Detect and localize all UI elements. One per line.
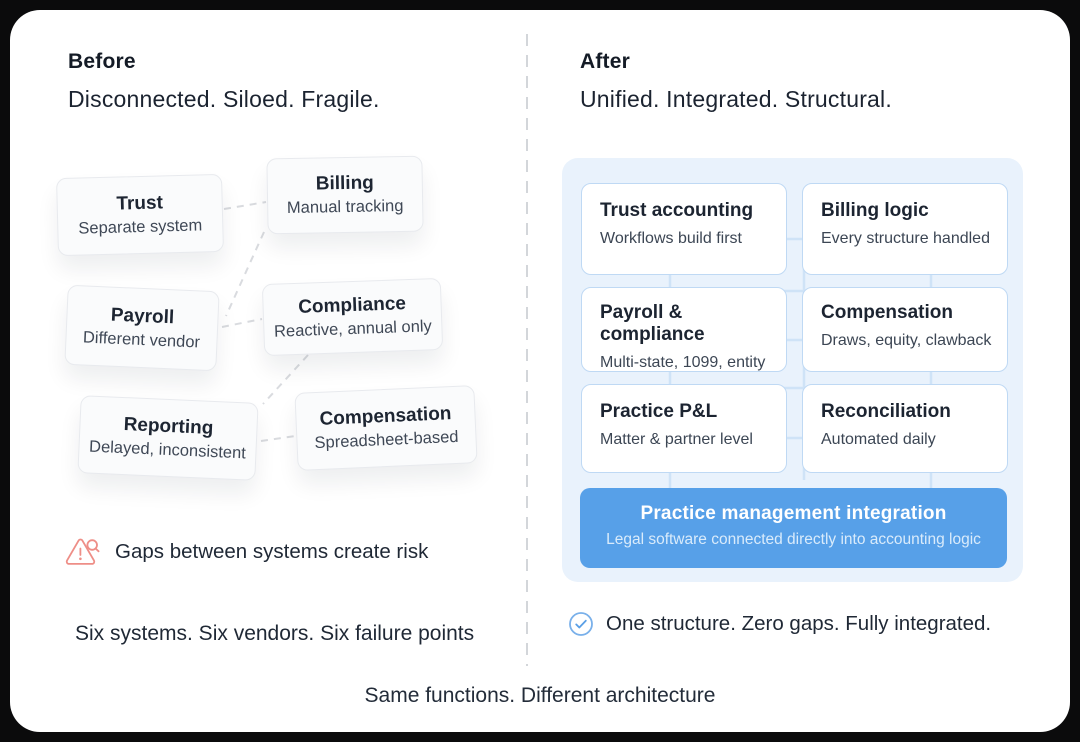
after-box-compensation: Compensation Draws, equity, clawback xyxy=(802,287,1008,372)
before-box-payroll: Payroll Different vendor xyxy=(64,284,220,372)
after-box-billing-logic: Billing logic Every structure handled xyxy=(802,183,1008,275)
box-title: Compensation xyxy=(319,403,452,430)
after-box-trust-accounting: Trust accounting Workflows build first xyxy=(581,183,787,275)
risk-text: Gaps between systems create risk xyxy=(115,540,429,563)
before-box-trust: Trust Separate system xyxy=(56,173,224,257)
box-title: Payroll & compliance xyxy=(600,302,705,345)
after-footer: One structure. Zero gaps. Fully integrat… xyxy=(606,612,992,635)
after-box-practice-pl: Practice P&L Matter & partner level xyxy=(581,384,787,473)
box-subtitle: Draws, equity, clawback xyxy=(821,332,992,349)
risk-callout: Gaps between systems create risk xyxy=(64,534,428,570)
box-title: Practice P&L xyxy=(600,401,718,422)
box-title: Trust accounting xyxy=(600,200,754,221)
integration-banner: Practice management integration Legal so… xyxy=(580,488,1007,568)
integrated-callout: One structure. Zero gaps. Fully integrat… xyxy=(568,610,991,638)
box-subtitle: Multi-state, 1099, entity xyxy=(600,354,766,371)
box-subtitle: Workflows build first xyxy=(600,230,742,247)
before-heading: Before xyxy=(68,50,136,73)
check-circle-icon xyxy=(569,612,593,636)
box-title: Billing xyxy=(315,172,375,195)
after-subheading: Unified. Integrated. Structural. xyxy=(580,86,892,112)
box-title: Compensation xyxy=(821,302,953,323)
comparison-card: Before Disconnected. Siloed. Fragile. Tr… xyxy=(10,10,1070,732)
box-subtitle: Separate system xyxy=(78,216,203,238)
box-title: Trust xyxy=(116,192,164,215)
before-footer: Six systems. Six vendors. Six failure po… xyxy=(75,622,475,645)
box-title: Payroll xyxy=(110,304,175,329)
box-subtitle: Automated daily xyxy=(821,431,936,448)
box-subtitle: Matter & partner level xyxy=(600,431,753,448)
before-box-compliance: Compliance Reactive, annual only xyxy=(261,277,444,357)
box-subtitle: Delayed, inconsistent xyxy=(88,437,247,463)
before-box-compensation: Compensation Spreadsheet-based xyxy=(294,385,478,471)
box-title: Billing logic xyxy=(821,200,929,221)
box-title: Reporting xyxy=(123,414,214,439)
before-box-reporting: Reporting Delayed, inconsistent xyxy=(77,395,259,481)
box-title: Compliance xyxy=(297,293,407,318)
after-box-payroll-compliance: Payroll & compliance Multi-state, 1099, … xyxy=(581,287,787,372)
vertical-divider xyxy=(526,34,528,666)
box-subtitle: Every structure handled xyxy=(821,230,990,247)
banner-subtitle: Legal software connected directly into a… xyxy=(606,531,981,548)
box-subtitle: Manual tracking xyxy=(286,196,404,218)
bottom-footer: Same functions. Different architecture xyxy=(364,684,716,707)
after-box-reconciliation: Reconciliation Automated daily xyxy=(802,384,1008,473)
box-subtitle: Spreadsheet-based xyxy=(314,427,459,453)
banner-title: Practice management integration xyxy=(640,503,947,524)
box-subtitle: Reactive, annual only xyxy=(273,317,433,341)
before-subheading: Disconnected. Siloed. Fragile. xyxy=(68,86,380,112)
after-heading: After xyxy=(580,50,631,73)
before-box-billing: Billing Manual tracking xyxy=(266,155,424,235)
box-title: Reconciliation xyxy=(821,401,951,422)
box-subtitle: Different vendor xyxy=(82,328,201,352)
warning-magnifier-icon xyxy=(65,538,100,565)
